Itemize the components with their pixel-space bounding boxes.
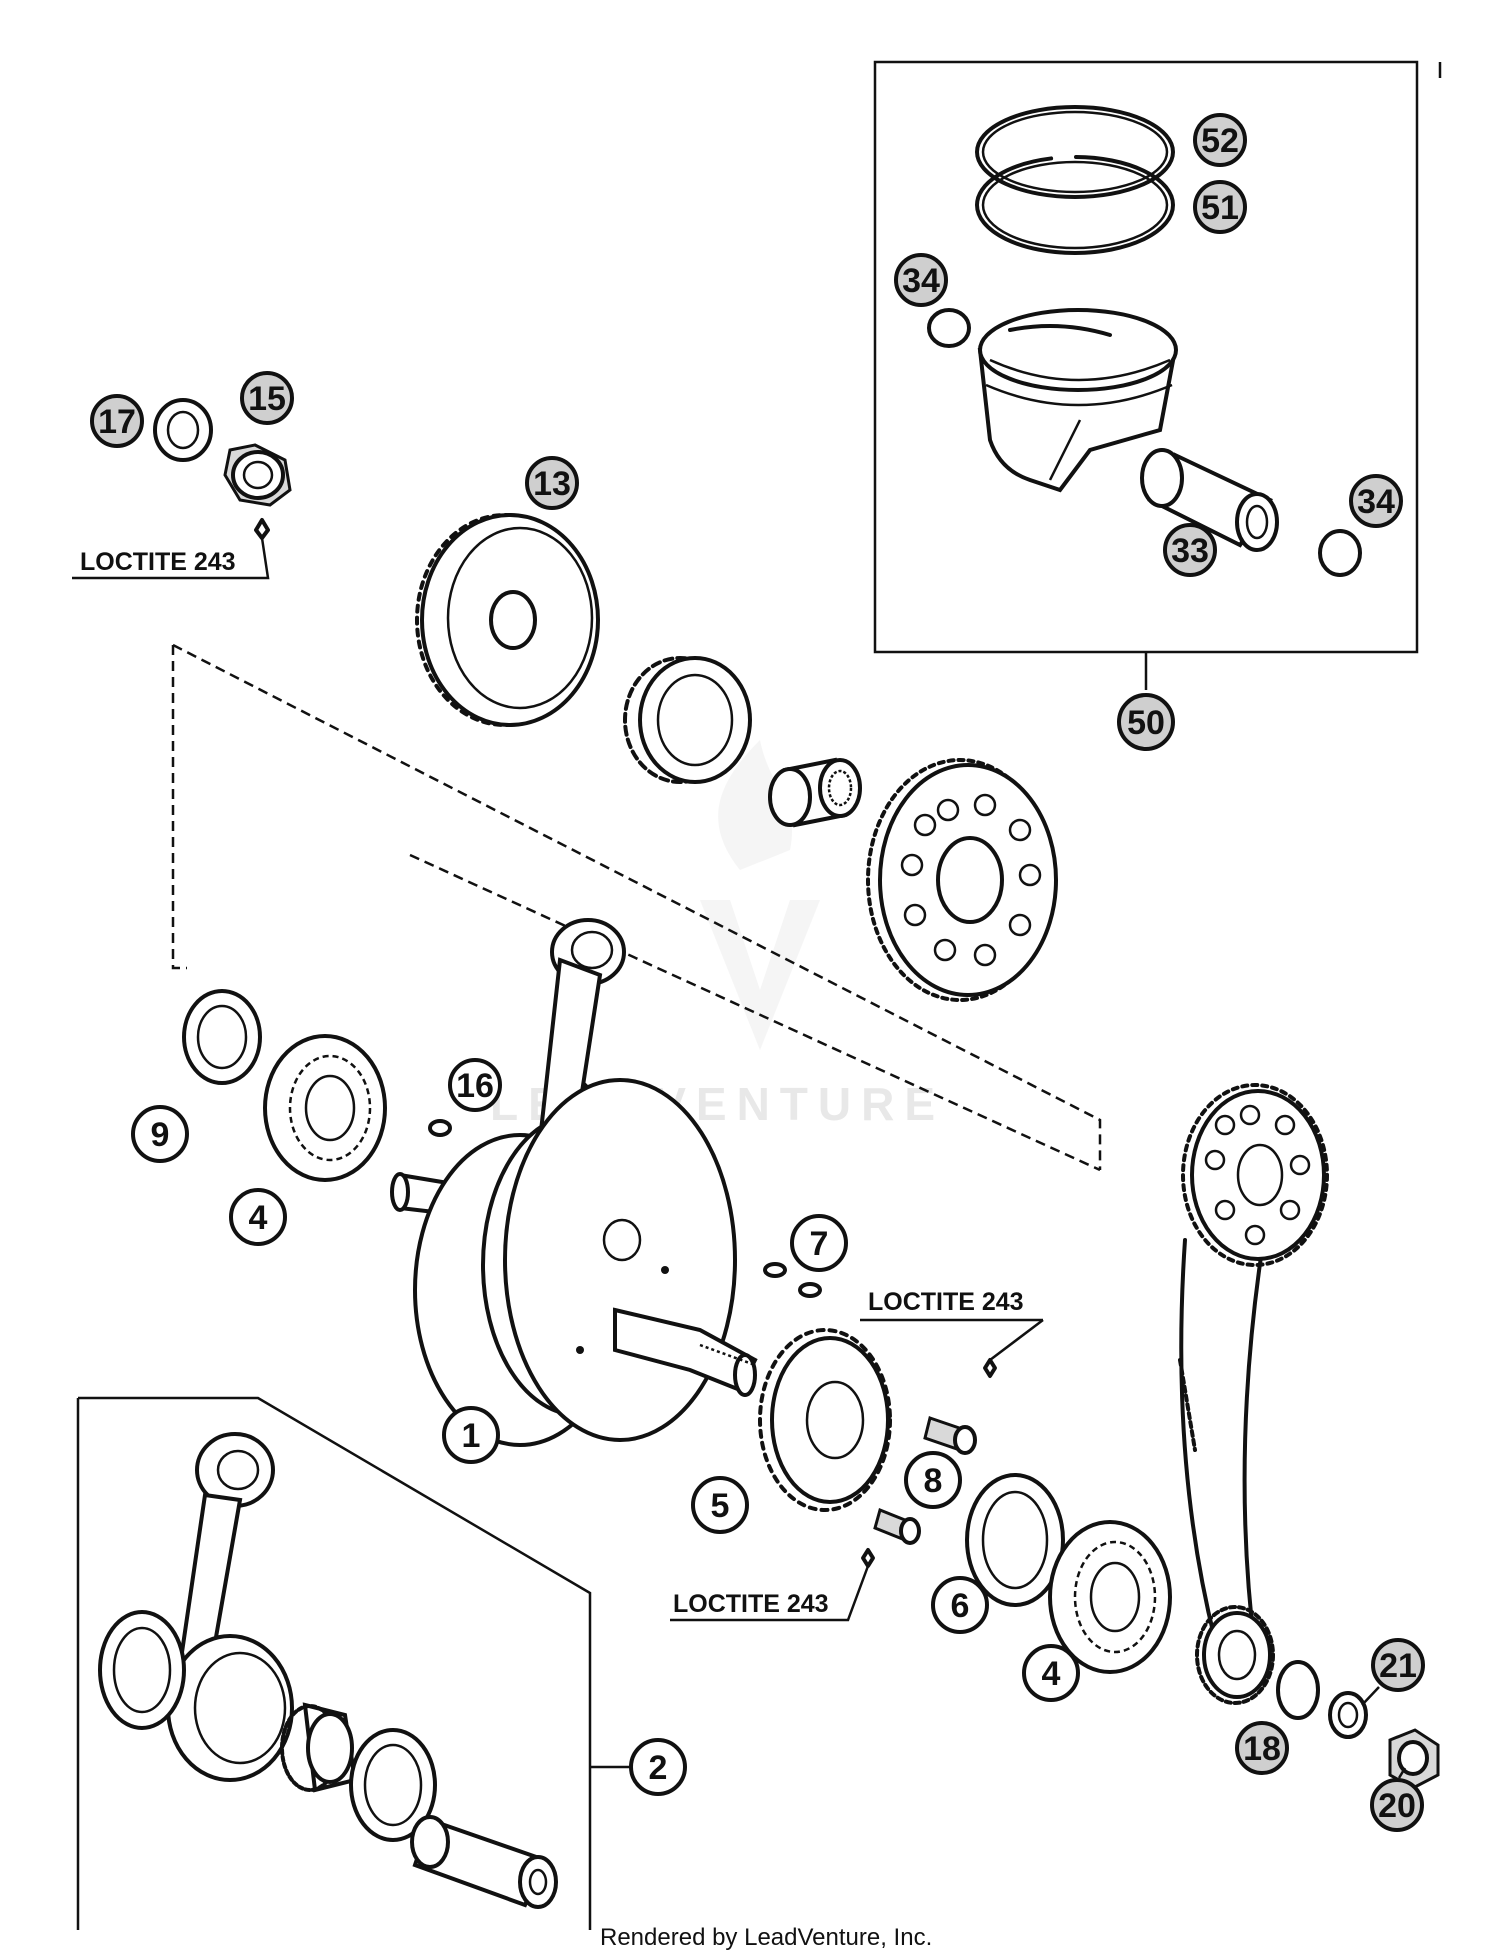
svg-text:51: 51 <box>1201 189 1239 227</box>
leader-20 <box>1397 1767 1407 1779</box>
piston-pin <box>1140 448 1279 552</box>
callout-21: 21 <box>1371 1638 1425 1692</box>
callout-34-left: 34 <box>894 253 948 307</box>
leader-21 <box>1361 1686 1380 1706</box>
thrust-washer-6 <box>965 1473 1065 1607</box>
callout-13: 13 <box>525 456 579 510</box>
conrod-kit-crank-pin <box>410 1815 558 1909</box>
shaft-seal-17 <box>153 398 213 462</box>
shaft-seal-9 <box>182 989 262 1085</box>
callout-51: 51 <box>1193 180 1247 234</box>
svg-text:33: 33 <box>1171 532 1209 570</box>
callout-8: 8 <box>904 1451 962 1509</box>
conrod-kit-box-top <box>78 1396 592 1930</box>
loctite-note-mid: LOCTITE 243 <box>868 1288 1024 1316</box>
svg-text:4: 4 <box>1042 1655 1061 1693</box>
callout-34-right: 34 <box>1349 474 1403 528</box>
flywheel-rotor <box>415 513 600 727</box>
callout-1: 1 <box>442 1406 500 1464</box>
freewheel-cage <box>623 656 752 784</box>
svg-text:50: 50 <box>1127 704 1165 742</box>
callout-52: 52 <box>1193 113 1247 167</box>
needle-bearing-freewheel <box>768 757 862 828</box>
svg-text:2: 2 <box>649 1749 668 1787</box>
svg-text:20: 20 <box>1378 1787 1416 1825</box>
assembly-dash-diagonal-top <box>172 643 1102 1170</box>
nut-15 <box>223 443 292 507</box>
conrod-kit-thrust-washer-left <box>98 1610 186 1730</box>
watermark-logo <box>700 740 820 1050</box>
svg-text:52: 52 <box>1201 122 1239 160</box>
callout-50: 50 <box>1117 693 1175 751</box>
svg-text:5: 5 <box>711 1487 730 1525</box>
svg-text:8: 8 <box>924 1462 943 1500</box>
piston <box>977 308 1178 493</box>
loctite-top-leader <box>72 537 270 580</box>
svg-text:9: 9 <box>151 1116 170 1154</box>
woodruff-key-7b <box>798 1282 822 1298</box>
callout-15: 15 <box>240 371 294 425</box>
circlip-18 <box>1276 1660 1320 1720</box>
main-bearing-right <box>1048 1520 1172 1674</box>
screw-lower <box>873 1507 921 1545</box>
svg-text:18: 18 <box>1243 1730 1281 1768</box>
starter-gear <box>866 758 1058 1002</box>
svg-text:15: 15 <box>248 380 286 418</box>
loctite-low-leader <box>670 1565 870 1622</box>
piston-ring-second <box>975 155 1175 255</box>
callout-6: 6 <box>931 1576 989 1634</box>
svg-text:13: 13 <box>533 465 571 503</box>
svg-text:17: 17 <box>98 403 136 441</box>
conrod-kit-thrust-washer-right <box>349 1728 437 1842</box>
washer-21 <box>1328 1691 1368 1739</box>
woodruff-key-7a <box>763 1262 787 1278</box>
assembly-dash-diagonal-bottom <box>409 853 1101 1172</box>
loctite-drop-top <box>254 518 270 540</box>
crankshaft <box>390 918 758 1447</box>
loctite-note-top: LOCTITE 243 <box>80 548 236 576</box>
woodruff-key-16 <box>428 1119 452 1137</box>
callout-7: 7 <box>790 1214 848 1272</box>
circlip-right <box>1318 529 1362 577</box>
svg-text:16: 16 <box>456 1067 494 1105</box>
svg-text:34: 34 <box>1357 483 1395 521</box>
callout-4-right: 4 <box>1022 1644 1080 1702</box>
callout-18: 18 <box>1235 1721 1289 1775</box>
assembly-dash-left <box>171 645 187 970</box>
circlip-left <box>927 308 971 348</box>
svg-text:7: 7 <box>810 1225 829 1263</box>
svg-text:6: 6 <box>951 1587 970 1625</box>
svg-text:21: 21 <box>1379 1647 1417 1685</box>
callout-17: 17 <box>90 394 144 448</box>
loctite-drop-low <box>861 1548 875 1568</box>
conrod-kit-needle-bearing <box>280 1702 358 1793</box>
main-bearing-left <box>263 1034 387 1182</box>
balancer-chain-drive <box>1178 1083 1329 1705</box>
screw-upper <box>923 1416 977 1455</box>
svg-text:34: 34 <box>902 262 940 300</box>
primary-gear <box>758 1328 892 1512</box>
conrod-kit-connecting-rod <box>166 1432 294 1782</box>
callout-4-left: 4 <box>229 1188 287 1246</box>
loctite-note-low: LOCTITE 243 <box>673 1590 829 1618</box>
callout-16: 16 <box>448 1058 502 1112</box>
svg-text:4: 4 <box>249 1199 268 1237</box>
callout-2: 2 <box>629 1738 687 1796</box>
footer-credit: Rendered by LeadVenture, Inc. <box>600 1924 932 1951</box>
loctite-mid-leader <box>989 1319 1044 1361</box>
callout-33: 33 <box>1163 523 1217 577</box>
loctite-drop-mid <box>983 1358 997 1378</box>
piston-ring-top <box>975 105 1175 199</box>
callout-9: 9 <box>131 1105 189 1163</box>
svg-text:1: 1 <box>462 1417 481 1455</box>
callout-5: 5 <box>691 1476 749 1534</box>
callout-20: 20 <box>1370 1778 1424 1832</box>
